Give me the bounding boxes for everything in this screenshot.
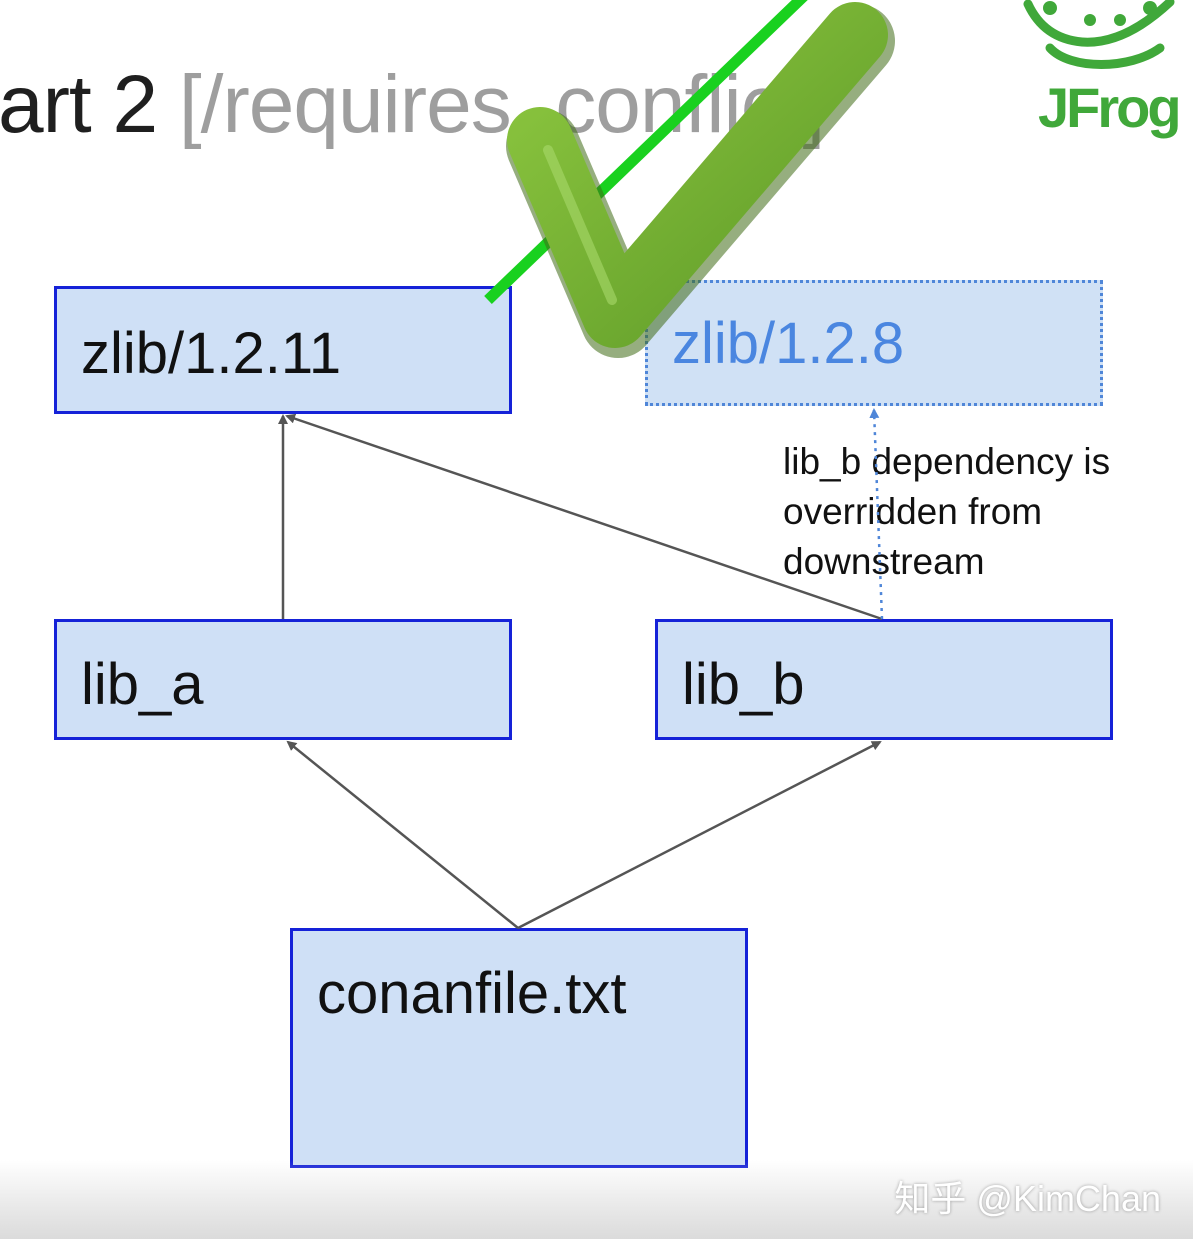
node-zlib-1-2-11: zlib/1.2.11 [54,286,512,414]
node-lib-b: lib_b [655,619,1113,740]
slide-title-main: art 2 [0,59,179,150]
checkmark-icon [506,2,895,358]
frog-logo-icon [1023,0,1175,69]
node-label: zlib/1.2.11 [81,321,342,386]
node-label: lib_a [81,652,204,717]
override-note-line: lib_b dependency is [783,441,1111,482]
node-conanfile: conanfile.txt [290,928,748,1168]
node-label: conanfile.txt [317,961,627,1026]
watermark: 知乎 @KimChan [894,1178,1161,1219]
override-note-line: downstream [783,541,985,582]
footer-bar [0,1160,1193,1239]
node-label: lib_b [682,652,805,717]
override-note-line: overridden from [783,491,1043,532]
logo-text: JFrog [1038,76,1182,139]
strike-line [484,0,808,304]
edge-lib-b-to-zlib [285,413,883,621]
node-lib-a: lib_a [54,619,512,740]
override-note: lib_b dependency is overridden from down… [783,437,1183,587]
node-label: zlib/1.2.8 [672,311,905,376]
edge-conanfile-to-lib-a [286,740,519,929]
edge-conanfile-to-lib-b [517,740,882,930]
edge-lib-b-to-zlib-8-overridden [869,408,884,620]
